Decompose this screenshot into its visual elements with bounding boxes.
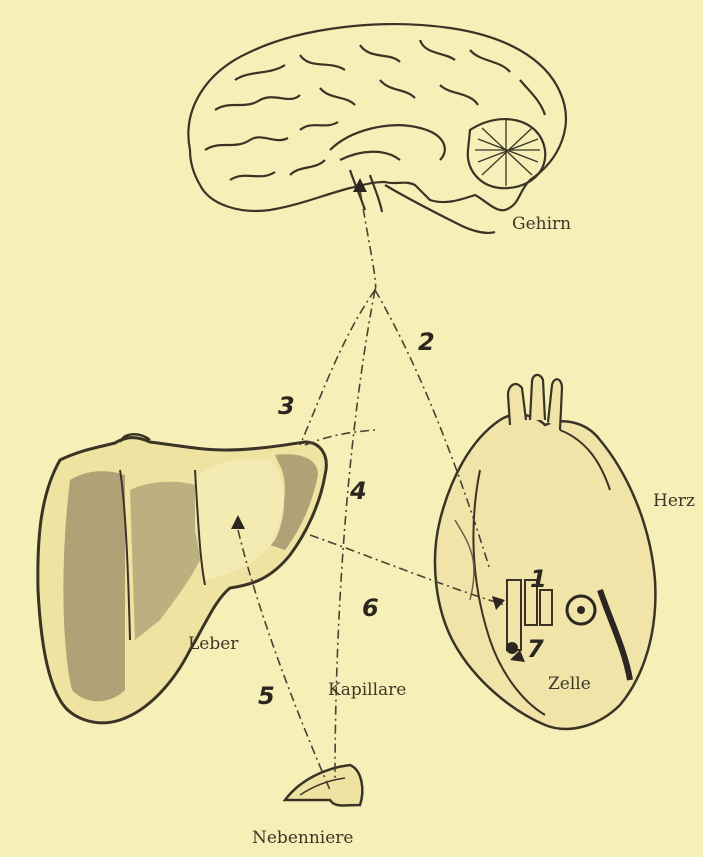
brain-label: Gehirn: [512, 214, 571, 234]
heart-illustration: [435, 375, 655, 729]
liver-illustration: [38, 434, 326, 723]
brain-illustration: [188, 24, 565, 233]
pathway-number-5: 5: [258, 682, 275, 710]
adrenal-illustration: [285, 765, 362, 806]
capillary-label: Kapillare: [328, 680, 406, 700]
pathway-number-6: 6: [362, 594, 379, 622]
pathway-number-7: 7: [527, 635, 544, 663]
cell-label: Zelle: [548, 674, 591, 694]
pathway-number-3: 3: [278, 392, 295, 420]
pathway-number-4: 4: [350, 477, 367, 505]
liver-label: Leber: [188, 634, 238, 654]
adrenal-label: Nebenniere: [252, 828, 353, 848]
pathway-number-1: 1: [530, 565, 547, 593]
pathway-number-2: 2: [418, 328, 435, 356]
heart-label: Herz: [653, 491, 695, 511]
